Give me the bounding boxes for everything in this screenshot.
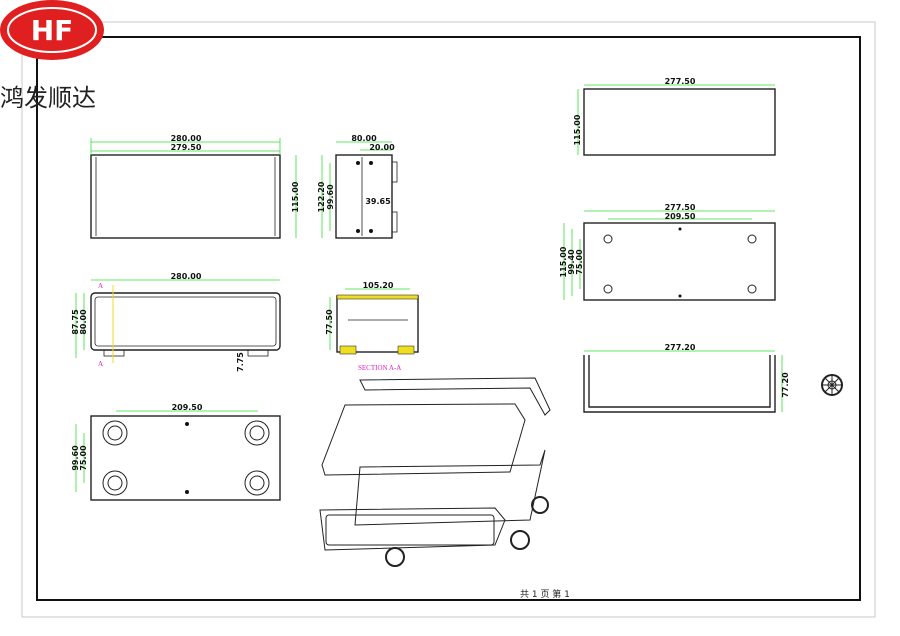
section-marker-bottom: A bbox=[98, 360, 103, 368]
view-right-bottom: 277.20 77.20 bbox=[583, 343, 843, 413]
dim-hole-spacing: 209.50 bbox=[172, 403, 203, 412]
dim-height-outer: 87.75 bbox=[71, 309, 80, 335]
view-right-middle: 277.50 209.50 115.00 99.40 75.00 bbox=[559, 203, 776, 301]
dim-foot: 7.75 bbox=[236, 352, 245, 372]
dim-center: 39.65 bbox=[365, 197, 391, 206]
logo: HF bbox=[0, 0, 104, 60]
outer-border bbox=[21, 21, 876, 618]
dim-height-outer: 99.60 bbox=[71, 445, 80, 471]
view-right-top: 277.50 115.00 bbox=[573, 77, 776, 156]
view-section: 105.20 77.50 SECTION A-A bbox=[325, 281, 419, 372]
logo-mark: HF bbox=[31, 14, 74, 47]
dim-height-inner: 75.00 bbox=[575, 249, 584, 275]
dim-height: 77.50 bbox=[325, 309, 334, 335]
dim-height: 77.20 bbox=[781, 372, 790, 398]
dim-height: 115.00 bbox=[291, 181, 300, 212]
dim-length-outer: 280.00 bbox=[171, 134, 202, 143]
page-info: 共 1 页 第 1 bbox=[520, 590, 570, 600]
dim-height-outer: 115.00 bbox=[559, 246, 568, 277]
dim-height: 115.00 bbox=[573, 114, 582, 145]
dim-width: 105.20 bbox=[363, 281, 394, 290]
dim-offset: 20.00 bbox=[369, 143, 395, 152]
exploded-view bbox=[319, 377, 551, 567]
dim-length: 277.20 bbox=[665, 343, 696, 352]
dim-length: 277.50 bbox=[665, 203, 696, 212]
company-name: 鸿发顺达 bbox=[0, 84, 96, 112]
foot-icon bbox=[821, 374, 843, 396]
view-front-top: 280.00 279.50 115.00 bbox=[90, 134, 300, 239]
dim-length-inner: 279.50 bbox=[171, 143, 202, 152]
dim-height-inner: 80.00 bbox=[79, 309, 88, 335]
dim-height-inner: 75.00 bbox=[79, 445, 88, 471]
view-front: 280.00 87.75 80.00 7.75 A A bbox=[71, 272, 281, 372]
view-bottom: 209.50 99.60 75.00 bbox=[71, 403, 281, 501]
dim-height-outer: 122.20 bbox=[317, 181, 326, 212]
section-marker-top: A bbox=[98, 282, 103, 290]
dim-height-mid: 99.40 bbox=[567, 249, 576, 275]
frame-border bbox=[36, 36, 861, 601]
dim-length: 277.50 bbox=[665, 77, 696, 86]
view-side: 80.00 20.00 122.20 99.60 39.65 bbox=[317, 134, 398, 239]
dim-hole-spacing: 209.50 bbox=[665, 212, 696, 221]
dim-length: 280.00 bbox=[171, 272, 202, 281]
section-label: SECTION A-A bbox=[358, 364, 401, 372]
dim-width: 80.00 bbox=[351, 134, 377, 143]
dim-height-inner: 99.60 bbox=[326, 184, 335, 210]
